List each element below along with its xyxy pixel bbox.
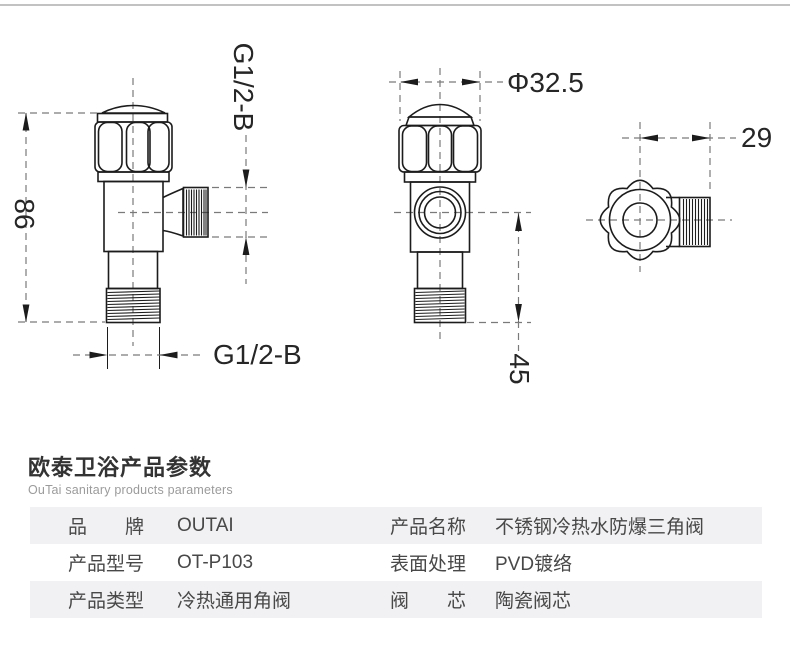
handle-dome	[406, 103, 474, 118]
technical-drawing: 86 G1/2-B G1/2-B Φ32.5 45 29	[9, 43, 772, 385]
bottom-threads	[105, 287, 161, 324]
bottom-pipe	[416, 251, 464, 290]
arrow-up	[515, 213, 522, 231]
section-title: 欧泰卫浴产品参数	[28, 455, 213, 480]
dim-label-45: 45	[504, 353, 535, 384]
dim-29	[622, 122, 736, 193]
table-row: 品 牌 OUTAI 产品名称 不锈钢冷热水防爆三角阀	[30, 507, 762, 544]
top-divider-line	[0, 4, 790, 6]
dim-label-bottom-thread: G1/2-B	[213, 339, 302, 370]
param-label: 品 牌	[68, 517, 145, 538]
parameters-table: 品 牌 OUTAI 产品名称 不锈钢冷热水防爆三角阀 产品型号 OT-P103 …	[30, 507, 762, 618]
parameters-section-header: 欧泰卫浴产品参数 OuTai sanitary products paramet…	[28, 455, 233, 497]
param-label: 表面处理	[390, 554, 467, 575]
param-value: OT-P103	[177, 551, 254, 573]
param-value: 陶瓷阀芯	[495, 591, 572, 612]
param-value: OUTAI	[177, 514, 234, 536]
arrow-down	[22, 304, 30, 323]
valve-drawing-svg: 86 G1/2-B G1/2-B Φ32.5 45 29	[9, 43, 772, 385]
top-view-drawing	[586, 122, 736, 272]
table-row: 产品类型 冷热通用角阀 阀 芯 陶瓷阀芯	[30, 581, 762, 618]
param-label: 产品类型	[68, 591, 145, 612]
arrow-up	[242, 237, 250, 255]
bottom-threads	[413, 287, 467, 324]
front-view-drawing	[18, 78, 268, 369]
arrow-left	[400, 78, 418, 86]
knob-circle	[608, 188, 672, 252]
arrow-right	[89, 351, 108, 359]
arrow-right	[692, 134, 710, 142]
arrow-left	[159, 351, 178, 359]
arrow-right	[462, 78, 480, 86]
dim-diameter	[389, 71, 503, 121]
param-label: 产品名称	[390, 517, 467, 538]
handle-dome	[101, 104, 166, 114]
dim-bottom-thread	[73, 327, 205, 369]
arrow-down	[242, 169, 250, 188]
param-label: 阀 芯	[390, 591, 467, 612]
arrow-up	[22, 112, 30, 131]
section-subtitle: OuTai sanitary products parameters	[28, 483, 233, 497]
param-label: 产品型号	[68, 554, 145, 575]
arrow-left	[640, 134, 658, 142]
dim-label-29: 29	[741, 122, 772, 153]
outlet-threads	[182, 186, 209, 238]
outlet-threads	[666, 196, 711, 248]
param-value: PVD镀络	[495, 554, 573, 575]
dim-label-diameter: Φ32.5	[507, 67, 584, 98]
side-centerlines	[394, 68, 531, 342]
dim-label-outlet-thread: G1/2-B	[228, 43, 259, 132]
param-value: 冷热通用角阀	[177, 591, 292, 612]
dim-label-86: 86	[9, 198, 40, 229]
dim-86	[18, 112, 105, 323]
side-view-drawing	[389, 68, 531, 351]
outlet-port-circles	[413, 186, 467, 239]
param-value: 不锈钢冷热水防爆三角阀	[495, 517, 705, 538]
front-centerlines	[118, 78, 268, 346]
knob-inner-circle	[622, 202, 658, 238]
table-row: 产品型号 OT-P103 表面处理 PVD镀络	[30, 544, 762, 581]
dim-outlet-thread	[212, 135, 268, 284]
arrow-down	[515, 304, 522, 322]
dim-45	[467, 213, 531, 351]
